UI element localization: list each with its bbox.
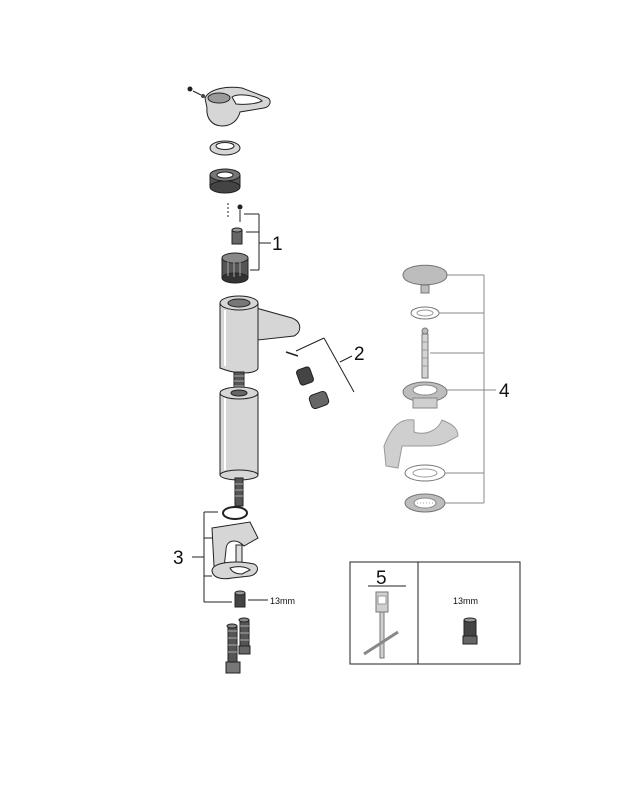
box-nut-size-label: 13mm — [453, 596, 478, 606]
callout-5: 5 — [376, 568, 387, 589]
pop-up-waste — [383, 264, 459, 513]
basin-cutaway — [383, 419, 459, 469]
extension-body — [219, 386, 259, 481]
callout-2-leader — [295, 337, 355, 393]
faucet-body — [219, 295, 301, 374]
mounting-set — [211, 506, 268, 608]
tool-box — [349, 561, 521, 665]
horseshoe-washer — [211, 521, 259, 569]
handle-opening — [231, 94, 263, 105]
callout-2: 2 — [354, 344, 365, 365]
callout-3: 3 — [173, 548, 184, 569]
nut-size-label: 13mm — [270, 596, 295, 606]
callout-3-leader — [192, 511, 232, 603]
cover-ring — [209, 140, 241, 156]
callout-4: 4 — [499, 381, 510, 402]
lever-handle — [187, 86, 271, 127]
box-nut-13mm — [462, 617, 478, 645]
callout-1-leader — [244, 213, 271, 271]
plug-head — [402, 264, 448, 286]
callout-4-leader — [430, 274, 496, 504]
set-screw — [187, 86, 193, 92]
o-ring — [222, 506, 248, 520]
service-key-tool — [363, 591, 399, 659]
supply-hoses — [225, 617, 251, 674]
callout-1: 1 — [272, 234, 283, 255]
body-column — [219, 302, 259, 374]
aerator-group — [285, 351, 330, 410]
cartridge-group — [221, 203, 249, 284]
threaded-rod-lower — [234, 477, 244, 507]
bonnet-nut — [209, 168, 241, 194]
